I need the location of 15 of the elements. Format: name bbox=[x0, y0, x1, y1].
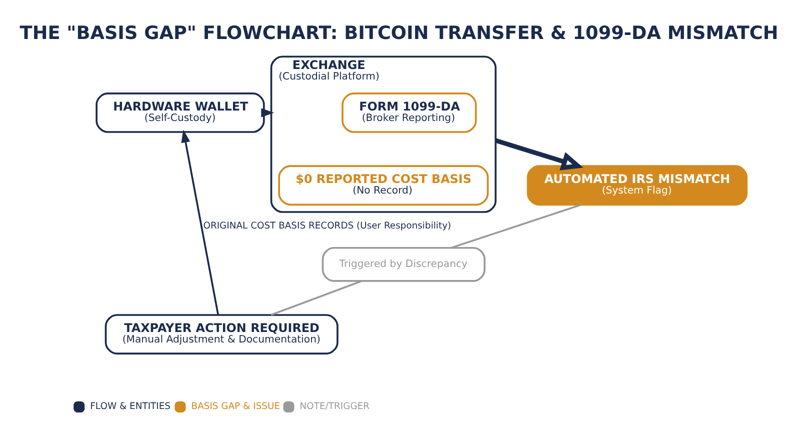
node-box: $0 REPORTED COST BASIS (No Record) bbox=[278, 165, 489, 206]
arrow bbox=[181, 130, 219, 315]
legend-label: NOTE/TRIGGER bbox=[300, 401, 370, 412]
edge-label: ORIGINAL COST BASIS RECORDS (User Responsibility) bbox=[203, 220, 452, 232]
connector bbox=[270, 280, 362, 316]
node-box: AUTOMATED IRS MISMATCH (System Flag) bbox=[526, 165, 748, 206]
legend-label: FLOW & ENTITIES bbox=[90, 401, 170, 412]
connector bbox=[450, 204, 582, 249]
arrow bbox=[494, 138, 584, 170]
arrow bbox=[261, 108, 274, 118]
diagram-title: THE "BASIS GAP" FLOWCHART: BITCOIN TRANSFER & 1099-DA MISMATCH bbox=[20, 23, 778, 44]
node-box: Triggered by Discrepancy bbox=[322, 246, 486, 282]
node-box: TAXPAYER ACTION REQUIRED (Manual Adjustment & Documentation) bbox=[104, 314, 338, 355]
node-box: FORM 1099-DA (Broker Reporting) bbox=[342, 92, 477, 133]
legend-label: BASIS GAP & ISSUE bbox=[191, 401, 280, 412]
